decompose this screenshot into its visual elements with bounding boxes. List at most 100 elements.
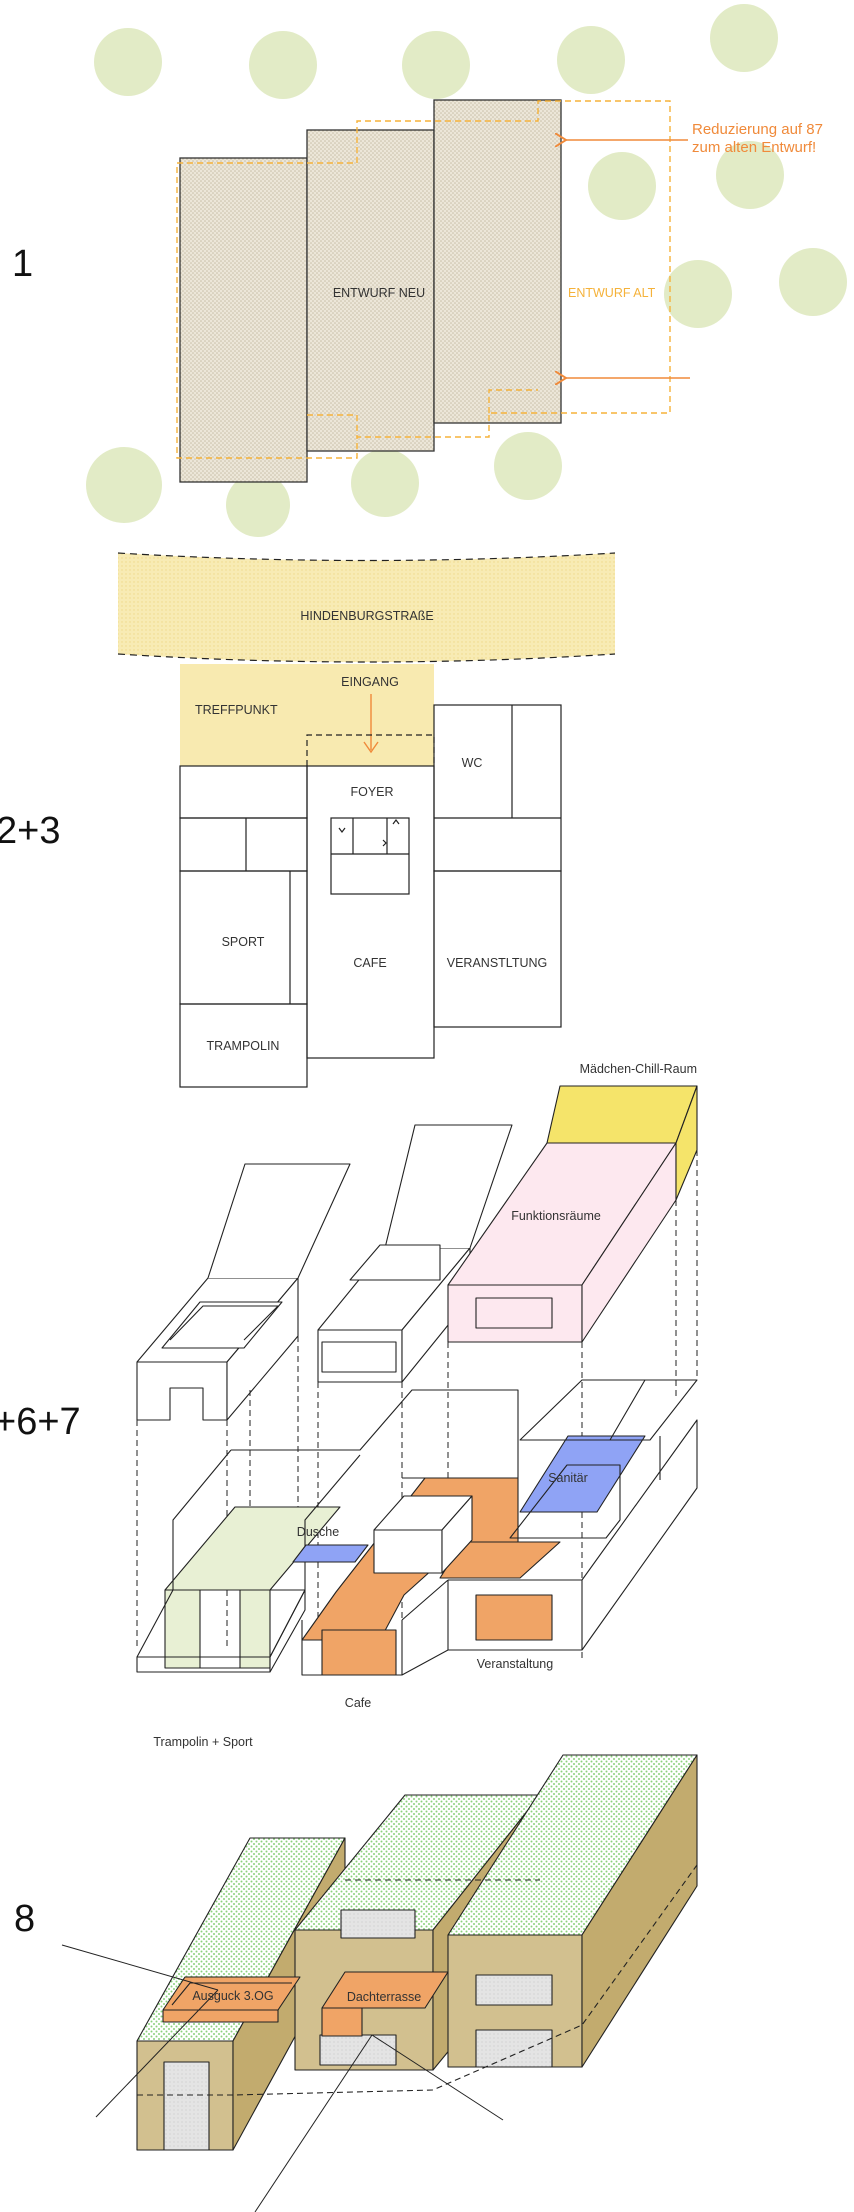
upper-level [136, 1085, 698, 1421]
tree [710, 4, 778, 72]
building-block [179, 157, 308, 483]
sight-lines [61, 1944, 504, 2212]
window-right-bottom [475, 2029, 553, 2068]
block-window [321, 1341, 397, 1373]
sanitaer-box [509, 1464, 621, 1539]
maedchen-top [546, 1085, 698, 1144]
ausguck-inner [171, 1982, 292, 2006]
tree [664, 260, 732, 328]
trampolin-sport-label: Trampolin + Sport [153, 1735, 253, 1749]
stair-arrow [392, 819, 400, 825]
tree [86, 447, 162, 523]
treffpunkt-area [180, 664, 434, 766]
treffpunkt-label: TREFFPUNKT [195, 703, 278, 717]
room-wc [433, 704, 562, 872]
dachterrasse-top [321, 1971, 449, 2009]
upper-right-outline [519, 1379, 698, 1441]
tree [588, 152, 656, 220]
foyer-label: FOYER [350, 785, 393, 799]
wc-label: WC [462, 756, 483, 770]
window-mid-top [340, 1909, 416, 1939]
lower-mid-block [301, 1620, 403, 1676]
step-number-5-6-7: +6+7 [0, 1401, 81, 1443]
sanitaer-floor [519, 1435, 646, 1513]
terrace-cut [161, 1301, 283, 1349]
entwurf-neu-building [179, 99, 562, 483]
sight-line [254, 2034, 373, 2212]
stair-box-front [373, 1529, 443, 1574]
trampolin-label: TRAMPOLIN [207, 1039, 280, 1053]
entwurf-alt-outline [176, 100, 671, 459]
sanitaer-label: Sanitär [548, 1471, 588, 1485]
stair-arrow [382, 839, 387, 847]
dachterrasse-label: Dachterrasse [347, 1990, 421, 2004]
veranstaltung-door [475, 1594, 553, 1641]
lower-level [136, 1379, 698, 1676]
stair-arrow [338, 827, 346, 833]
step-5-6-7-group: +6+7 Funktionsräume [0, 1062, 698, 1749]
step-number-2-3: 2+3 [0, 810, 60, 852]
sight-line [371, 2034, 504, 2121]
tree [249, 31, 317, 99]
final-building [136, 1754, 698, 2151]
tree [351, 449, 419, 517]
floor-line [137, 1864, 698, 2096]
block-back [207, 1163, 351, 1279]
trees-group [86, 4, 847, 537]
lower-mid-back [401, 1579, 449, 1676]
stair-core [330, 817, 410, 895]
step-number-1: 1 [12, 243, 33, 285]
sight-line [61, 1944, 219, 1991]
eingang-label: EINGANG [341, 675, 399, 689]
upper-right-side [609, 1379, 661, 1480]
street-label: HINDENBURGSTRAßE [300, 609, 433, 623]
room-foyer-cafe [306, 765, 435, 1059]
tree [557, 26, 625, 94]
entwurf-alt-label: ENTWURF ALT [568, 286, 656, 300]
step-1-group: 1 ENTWURF NEU ENTWURF ALT [12, 4, 847, 537]
mid-wall [402, 1389, 519, 1479]
room-left-top [179, 765, 308, 819]
tree [402, 31, 470, 99]
entrance-arrowhead [363, 741, 379, 754]
block-top-back [384, 1124, 513, 1249]
sight-line [95, 1989, 219, 2118]
cafe-label: CAFE [353, 956, 386, 970]
room-left-mid [179, 817, 308, 872]
step-8-group: 8 [14, 1754, 698, 2212]
reduction-note-line1: Reduzierung auf 87 [692, 121, 823, 138]
window-left [163, 2061, 210, 2151]
tree [779, 248, 847, 316]
tree [94, 28, 162, 96]
sport-label: SPORT [222, 935, 265, 949]
building-block [306, 129, 435, 452]
side-right [581, 1754, 698, 2068]
lower-left-block [136, 1589, 306, 1658]
lower-right-side [581, 1419, 698, 1651]
window-right-top [475, 1974, 553, 2006]
entwurf-alt-notch [307, 389, 538, 437]
dachterrasse-front [321, 2007, 363, 2037]
tree [494, 432, 562, 500]
trampolin-strip [164, 1589, 201, 1669]
funktion-window [475, 1297, 553, 1329]
dusche-label: Dusche [297, 1525, 339, 1539]
tree [226, 473, 290, 537]
room-veranstaltung [433, 870, 562, 1028]
window-mid-bottom [319, 2034, 397, 2066]
veranstaltung-3d-label: Veranstaltung [477, 1657, 553, 1671]
step-number-8: 8 [14, 1898, 35, 1940]
ausguck-front [162, 2009, 279, 2023]
reduction-note-line2: zum alten Entwurf! [692, 139, 816, 156]
cafe-door [321, 1629, 397, 1676]
lower-left-side [269, 1589, 306, 1673]
terrace-inner [169, 1305, 279, 1341]
cafe-3d-label: Cafe [345, 1696, 371, 1710]
dusche-floor [292, 1544, 369, 1563]
street-band [118, 553, 615, 662]
step-2-3-group: 2+3 HINDENBURGSTRAßE TREFFPUNKT EINGANG [0, 552, 616, 1088]
block-front [136, 1361, 228, 1421]
maedchen-chill-raum-label: Mädchen-Chill-Raum [580, 1062, 697, 1076]
ground-floor-plan [179, 704, 562, 1088]
building-block [433, 99, 562, 424]
